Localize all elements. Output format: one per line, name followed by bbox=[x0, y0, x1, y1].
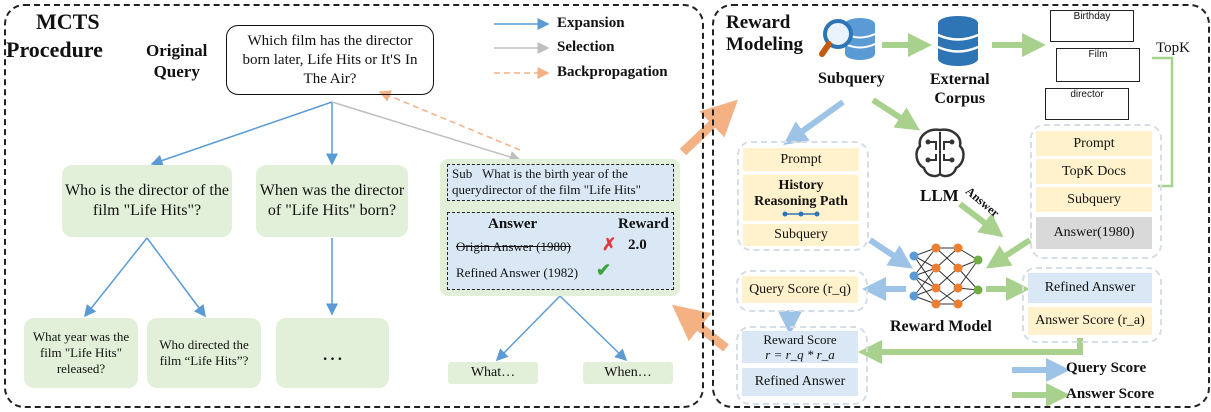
subquery-node-directed-text: Who directed the film “Life Hits”? bbox=[159, 337, 249, 368]
refined-answer-left: Refined Answer bbox=[742, 368, 858, 396]
answer-score-group bbox=[1022, 267, 1162, 343]
mcts-title: MCTS bbox=[36, 9, 100, 34]
answer-header: Answer bbox=[488, 216, 538, 232]
reward-panel bbox=[712, 4, 1210, 408]
query-score: Query Score (r_q) bbox=[742, 276, 858, 303]
brain-icon bbox=[912, 126, 968, 180]
doc-birthday: Birthday bbox=[1050, 10, 1134, 42]
database-icon bbox=[930, 14, 986, 70]
subquery-node-ellipsis: … bbox=[276, 318, 389, 388]
reward-score: Reward Score r = r_q * r_a bbox=[742, 331, 858, 363]
reward-model-label: Reward Model bbox=[890, 318, 992, 335]
subquery-node-director: Who is the director of the film "Life Hi… bbox=[62, 165, 232, 237]
topk-docs: TopK Docs bbox=[1036, 159, 1152, 184]
subquery-node-born-text: When was the director of "Life Hits" bor… bbox=[259, 182, 405, 219]
legend-expansion: Expansion bbox=[557, 15, 625, 31]
right-subquery: Subquery bbox=[1036, 187, 1152, 212]
subquery-node-release-text: What year was the film "Life Hits" relea… bbox=[32, 329, 130, 376]
history-group bbox=[737, 141, 869, 251]
cross-icon: ✗ bbox=[602, 235, 617, 254]
expanded-subquery: Sub query What is the birth year of the … bbox=[447, 164, 674, 201]
right-prompt: Prompt bbox=[1036, 131, 1152, 156]
left-prompt: Prompt bbox=[743, 148, 859, 171]
child-node-when-text: When… bbox=[604, 365, 652, 380]
child-node-what-text: What… bbox=[470, 365, 516, 380]
answer-reward-box: Answer Reward Origin Answer (1980) ✗ 2.0… bbox=[447, 212, 674, 290]
subquery-node-born: When was the director of "Life Hits" bor… bbox=[256, 165, 408, 237]
original-query-box: Which film has the director born later, … bbox=[226, 25, 434, 95]
original-query-label: Original Query bbox=[146, 41, 208, 81]
sub-label: Sub query bbox=[452, 166, 482, 197]
left-subquery: Subquery bbox=[743, 224, 859, 246]
reward-value: 2.0 bbox=[628, 237, 647, 253]
mcts-panel bbox=[4, 4, 704, 408]
legend-answer-score: Answer Score bbox=[1066, 386, 1155, 402]
subquery-node-ellipsis-text: … bbox=[321, 340, 344, 365]
neural-network-icon bbox=[906, 240, 986, 312]
reward-header: Reward bbox=[618, 216, 669, 232]
child-node-what: What… bbox=[448, 362, 538, 384]
legend-selection: Selection bbox=[557, 39, 615, 55]
subquery-node-release: What year was the film "Life Hits" relea… bbox=[24, 318, 138, 388]
doc-film: Film bbox=[1056, 48, 1140, 82]
reward-score-group bbox=[736, 326, 868, 405]
subquery-search-icon bbox=[819, 14, 880, 70]
query-score-group bbox=[736, 270, 868, 312]
subquery-label: Subquery bbox=[818, 70, 885, 87]
refined-answer: Refined Answer (1982) bbox=[456, 265, 579, 280]
child-node-when: When… bbox=[583, 362, 673, 384]
check-icon: ✔ bbox=[596, 260, 612, 280]
answer-score: Answer Score (r_a) bbox=[1028, 307, 1152, 335]
llm-input-group bbox=[1030, 124, 1162, 259]
doc-director: director bbox=[1045, 88, 1129, 120]
subquery-node-director-text: Who is the director of the film "Life Hi… bbox=[65, 182, 229, 219]
subquery-node-directed: Who directed the film “Life Hits”? bbox=[147, 318, 261, 388]
topk-label: TopK bbox=[1156, 40, 1190, 56]
llm-label: LLM bbox=[920, 186, 959, 205]
mcts-title-line2: Procedure bbox=[6, 37, 103, 62]
refined-answer-right: Refined Answer bbox=[1028, 273, 1152, 303]
reward-title: Reward Modeling bbox=[726, 12, 804, 55]
original-query-text: Which film has the director born later, … bbox=[242, 32, 418, 87]
path-dots-icon bbox=[782, 211, 820, 217]
legend-query-score: Query Score bbox=[1066, 360, 1147, 376]
sub-text: What is the birth year of the director o… bbox=[482, 166, 641, 197]
external-corpus-label: External Corpus bbox=[930, 71, 990, 107]
history-reasoning-path: History Reasoning Path bbox=[743, 175, 859, 221]
legend-backprop: Backpropagation bbox=[557, 64, 668, 80]
origin-answer: Origin Answer (1980) bbox=[456, 239, 571, 254]
answer-1980: Answer(1980) bbox=[1036, 217, 1152, 249]
